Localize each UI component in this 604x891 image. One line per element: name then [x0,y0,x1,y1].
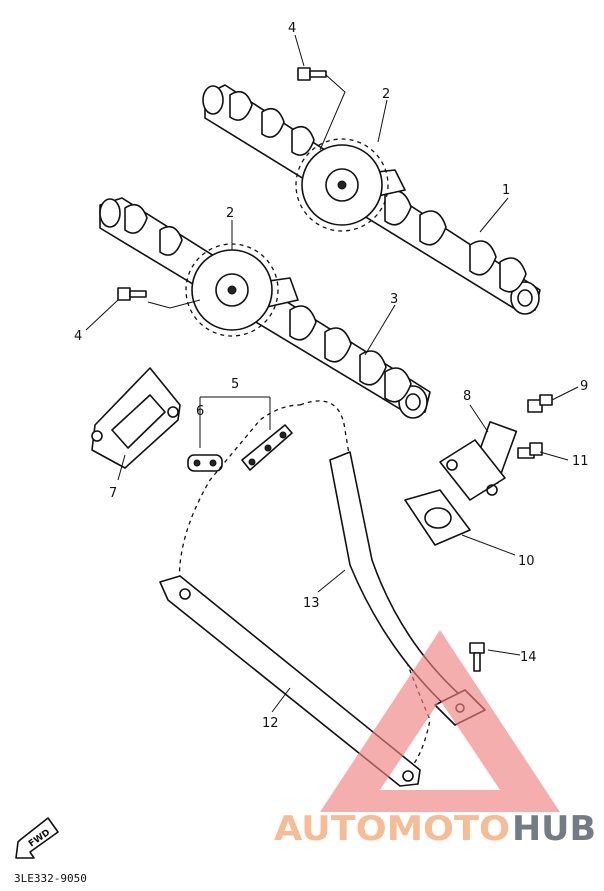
chain-link-segment [241,424,293,471]
sprocket-bolt-lower [117,287,147,301]
watermark-brand-part1: AUTOMOTO [274,809,510,849]
label-part-3: 3 [390,292,398,307]
label-part-12: 12 [262,716,279,731]
chain-guide-exhaust [159,575,421,787]
leader-lines [85,34,579,713]
drawing-code: 3LE332-9050 [14,872,87,885]
watermark-triangle-icon [320,630,560,812]
label-part-1: 1 [502,183,510,198]
label-part-13: 13 [303,596,320,611]
label-part-10: 10 [518,554,535,569]
label-part-9: 9 [580,379,588,394]
label-part-6: 6 [196,404,204,419]
label-part-2a: 2 [382,87,390,102]
fwd-arrow-icon: FWD [15,817,59,859]
chain-joint-link [187,454,223,472]
tensioner-bolt [517,442,543,459]
label-part-8: 8 [463,389,471,404]
cam-chain-tensioner [439,421,518,501]
label-part-2b: 2 [226,206,234,221]
tensioner-gasket [404,489,471,546]
label-part-14: 14 [520,650,537,665]
watermark-logo: AUTOMOTO HUB [274,630,596,849]
label-part-4a: 4 [288,21,296,36]
chain-guide-stopper [91,367,181,469]
tensioner-cap-bolt [527,394,553,413]
watermark-brand-part2: HUB [512,809,596,849]
label-part-11: 11 [572,454,589,469]
cam-sprocket-upper [295,138,389,232]
label-part-5: 5 [231,377,239,392]
guide-bolt [469,642,485,672]
label-part-4b: 4 [74,329,82,344]
cam-sprocket-lower [185,243,279,337]
sprocket-bolt-upper [297,67,327,81]
label-part-7: 7 [109,486,117,501]
